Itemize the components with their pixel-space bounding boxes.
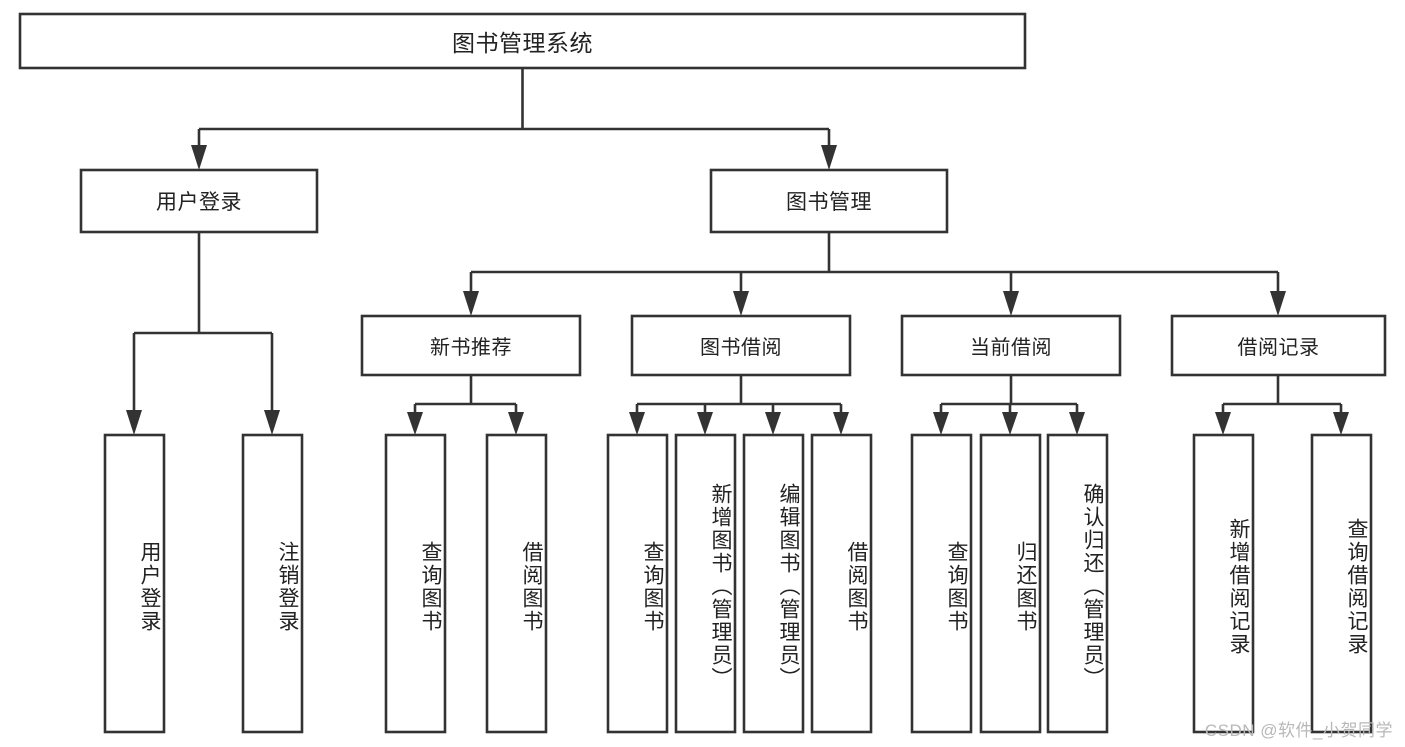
node-rect-user-login[interactable]	[79, 168, 319, 234]
node-rect-new-book-recommend[interactable]	[360, 314, 582, 377]
node-rect-leaf-add-book[interactable]	[674, 433, 737, 734]
node-rect-leaf-query-borrow-record[interactable]	[1310, 433, 1373, 734]
connector-group-root-to-level1	[191, 68, 837, 170]
arrow-head-leaf-add-borrow-record	[1215, 412, 1231, 435]
node-rect-leaf-logout[interactable]	[241, 433, 304, 734]
connector-group-bookmgmt-to-level2	[463, 232, 1286, 316]
arrow-head-current-borrow	[1003, 291, 1019, 316]
connector-group-newbook-to-leaves	[407, 375, 524, 435]
node-rect-leaf-query-book-current[interactable]	[910, 433, 973, 734]
node-rect-root[interactable]	[18, 12, 1027, 70]
node-rect-group	[18, 12, 1387, 734]
node-rect-borrow-record[interactable]	[1170, 314, 1387, 377]
node-rect-leaf-add-borrow-record[interactable]	[1192, 433, 1255, 734]
node-rect-leaf-query-book-borrow[interactable]	[606, 433, 669, 734]
watermark-text: CSDN @软件_小贺同学	[1204, 721, 1393, 740]
node-rect-book-management[interactable]	[709, 168, 949, 234]
node-rect-current-borrow[interactable]	[900, 314, 1122, 377]
node-rect-book-borrow[interactable]	[630, 314, 852, 377]
node-rect-leaf-return-book[interactable]	[979, 433, 1042, 734]
connector-group-userlogin-to-leaves	[126, 232, 280, 435]
arrow-head-leaf-query-book-borrow	[629, 412, 645, 435]
connector-group-currentborrow-to-leaves	[933, 375, 1085, 435]
arrow-head-leaf-return-book	[1002, 412, 1018, 435]
node-rect-leaf-query-book-recommend[interactable]	[384, 433, 447, 734]
node-rect-leaf-borrow-book-recommend[interactable]	[485, 433, 548, 734]
arrow-head-borrow-record	[1270, 291, 1286, 316]
arrow-head-leaf-add-book	[697, 412, 713, 435]
node-rect-leaf-confirm-return[interactable]	[1046, 433, 1109, 734]
arrow-head-leaf-query-book-recommend	[407, 412, 423, 435]
arrow-head-leaf-query-book-current	[933, 412, 949, 435]
arrow-head-leaf-query-borrow-record	[1333, 412, 1349, 435]
node-rect-leaf-user-login[interactable]	[103, 433, 166, 734]
arrow-head-leaf-borrow-book-recommend	[508, 412, 524, 435]
node-rect-leaf-borrow-book[interactable]	[810, 433, 873, 734]
arrow-head-user-login	[191, 145, 207, 170]
connector-group-borrowrecord-to-leaves	[1215, 375, 1349, 435]
arrow-head-leaf-borrow-book	[833, 412, 849, 435]
arrow-head-leaf-edit-book	[765, 412, 781, 435]
arrow-head-new-book-recommend	[463, 291, 479, 316]
node-rect-leaf-edit-book[interactable]	[742, 433, 805, 734]
arrow-head-leaf-confirm-return	[1069, 412, 1085, 435]
connector-group-bookborrow-to-leaves	[629, 375, 849, 435]
arrow-head-book-borrow	[733, 291, 749, 316]
arrow-head-leaf-logout	[264, 410, 280, 435]
arrow-head-leaf-user-login	[126, 410, 142, 435]
arrow-head-book-management	[821, 145, 837, 170]
